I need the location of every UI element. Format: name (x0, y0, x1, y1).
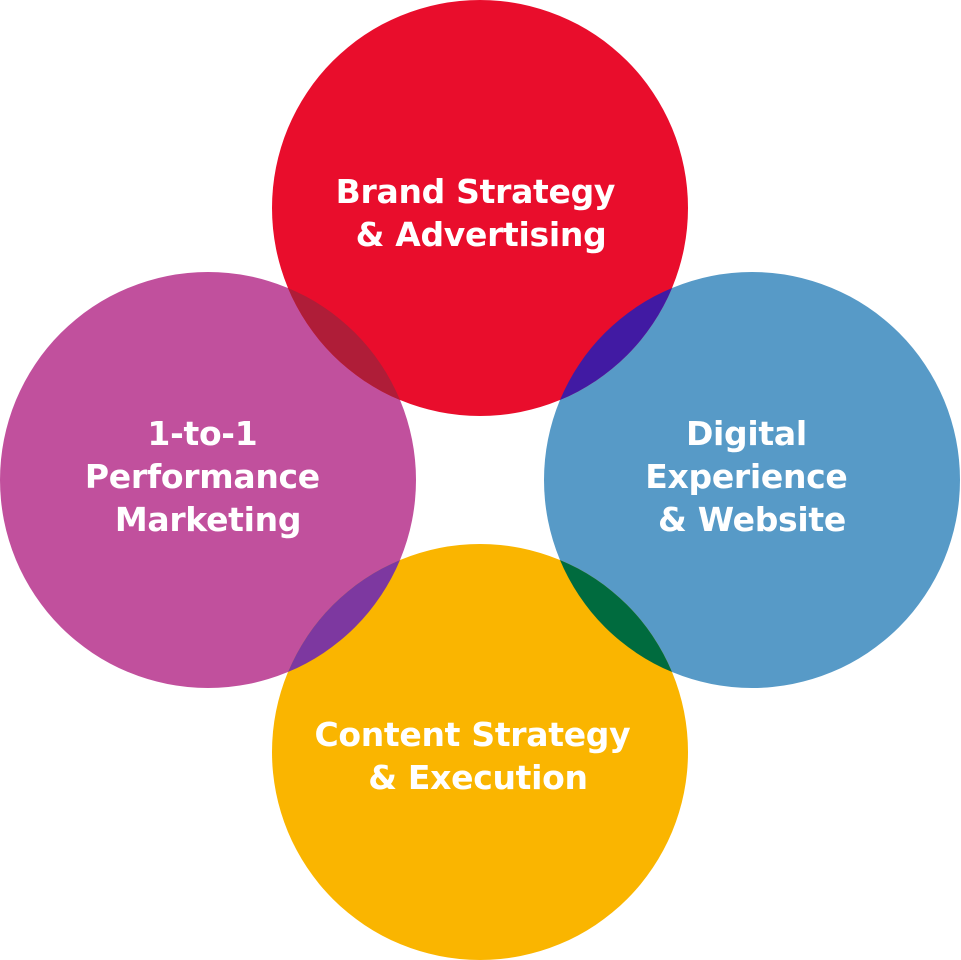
circle-brand (272, 0, 688, 416)
label-content: Content Strategy & Execution (314, 715, 641, 797)
label-performance-line-3: Marketing (115, 500, 301, 539)
label-content-line-1: Content Strategy (314, 715, 630, 754)
label-brand-line-2: & Advertising (356, 215, 607, 254)
label-digital-line-1: Digital (686, 414, 807, 453)
circle-content (272, 544, 688, 960)
label-brand-line-1: Brand Strategy (336, 172, 615, 211)
label-digital-line-3: & Website (658, 500, 846, 539)
circle-digital (544, 272, 960, 688)
circle-performance (0, 272, 416, 688)
label-brand: Brand Strategy & Advertising (336, 172, 627, 254)
label-performance: 1-to-1 Performance Marketing (85, 414, 331, 539)
label-performance-line-1: 1-to-1 (147, 414, 257, 453)
label-digital: Digital Experience & Website (645, 414, 858, 539)
label-digital-line-2: Experience (645, 457, 847, 496)
label-content-line-2: & Execution (368, 758, 587, 797)
label-performance-line-2: Performance (85, 457, 320, 496)
